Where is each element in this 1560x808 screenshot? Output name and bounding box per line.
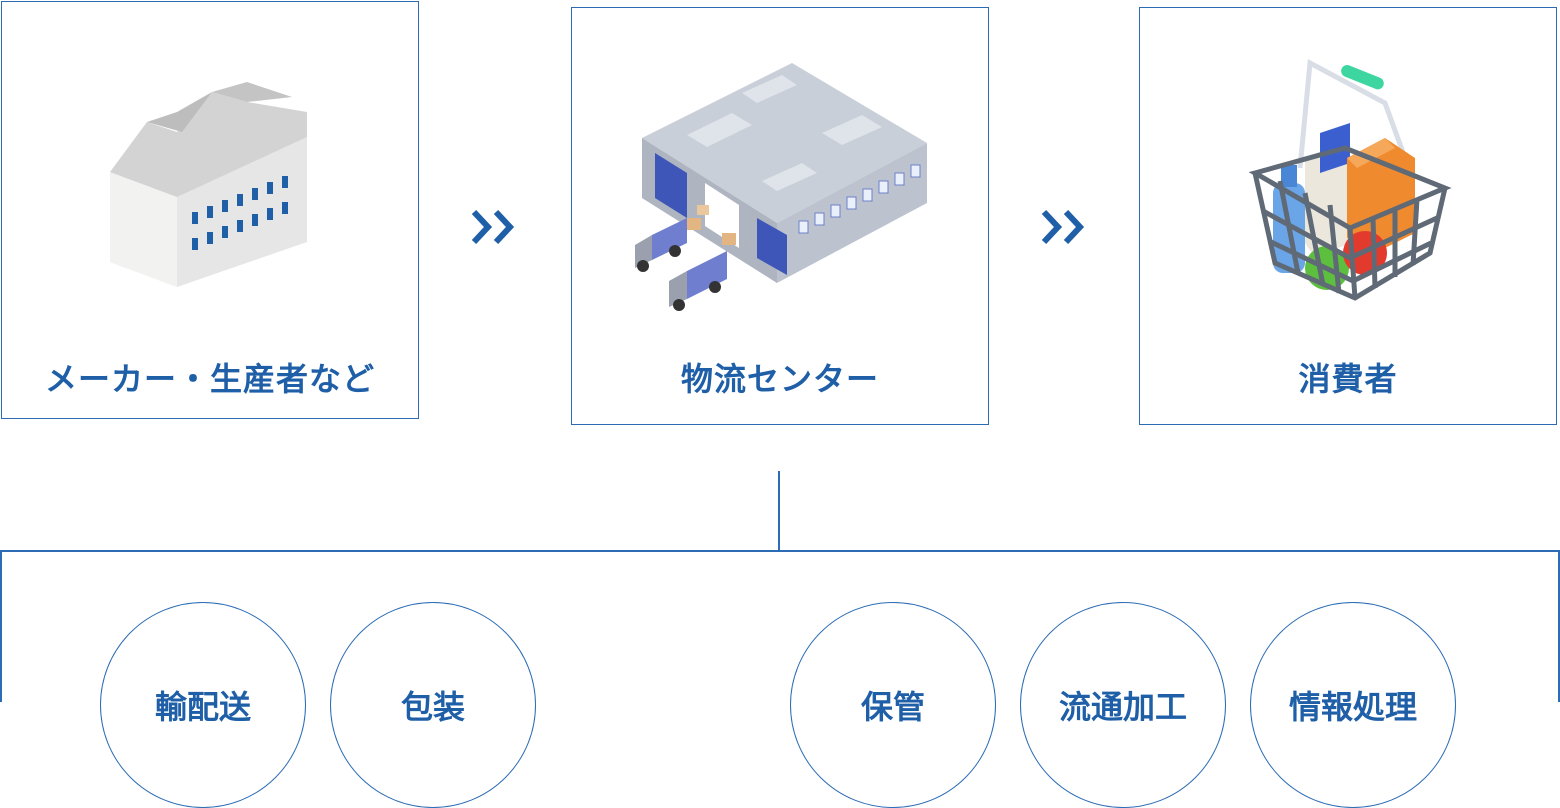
- center-label: 物流センター: [680, 360, 879, 398]
- double-chevron-right-icon: [1041, 209, 1085, 245]
- bracket-horizontal: [0, 550, 1560, 552]
- warehouse-icon: [635, 63, 927, 311]
- center-card: 物流センター: [571, 7, 989, 425]
- function-processing: 流通加工: [1020, 602, 1226, 808]
- bracket-left-leg: [0, 550, 2, 702]
- maker-label: メーカー・生産者など: [44, 360, 375, 398]
- function-storage: 保管: [790, 602, 996, 808]
- function-packaging: 包装: [330, 602, 536, 808]
- consumer-card: 消費者: [1139, 7, 1557, 425]
- shopping-basket-icon: [1248, 59, 1452, 301]
- consumer-label: 消費者: [1298, 360, 1398, 398]
- factory-icon: [110, 82, 307, 287]
- bracket-right-leg: [1558, 550, 1560, 702]
- double-chevron-right-icon: [471, 209, 515, 245]
- function-information: 情報処理: [1250, 602, 1456, 808]
- connector-vertical: [778, 471, 780, 551]
- maker-card: メーカー・生産者など: [1, 1, 419, 419]
- function-transport: 輸配送: [100, 602, 306, 808]
